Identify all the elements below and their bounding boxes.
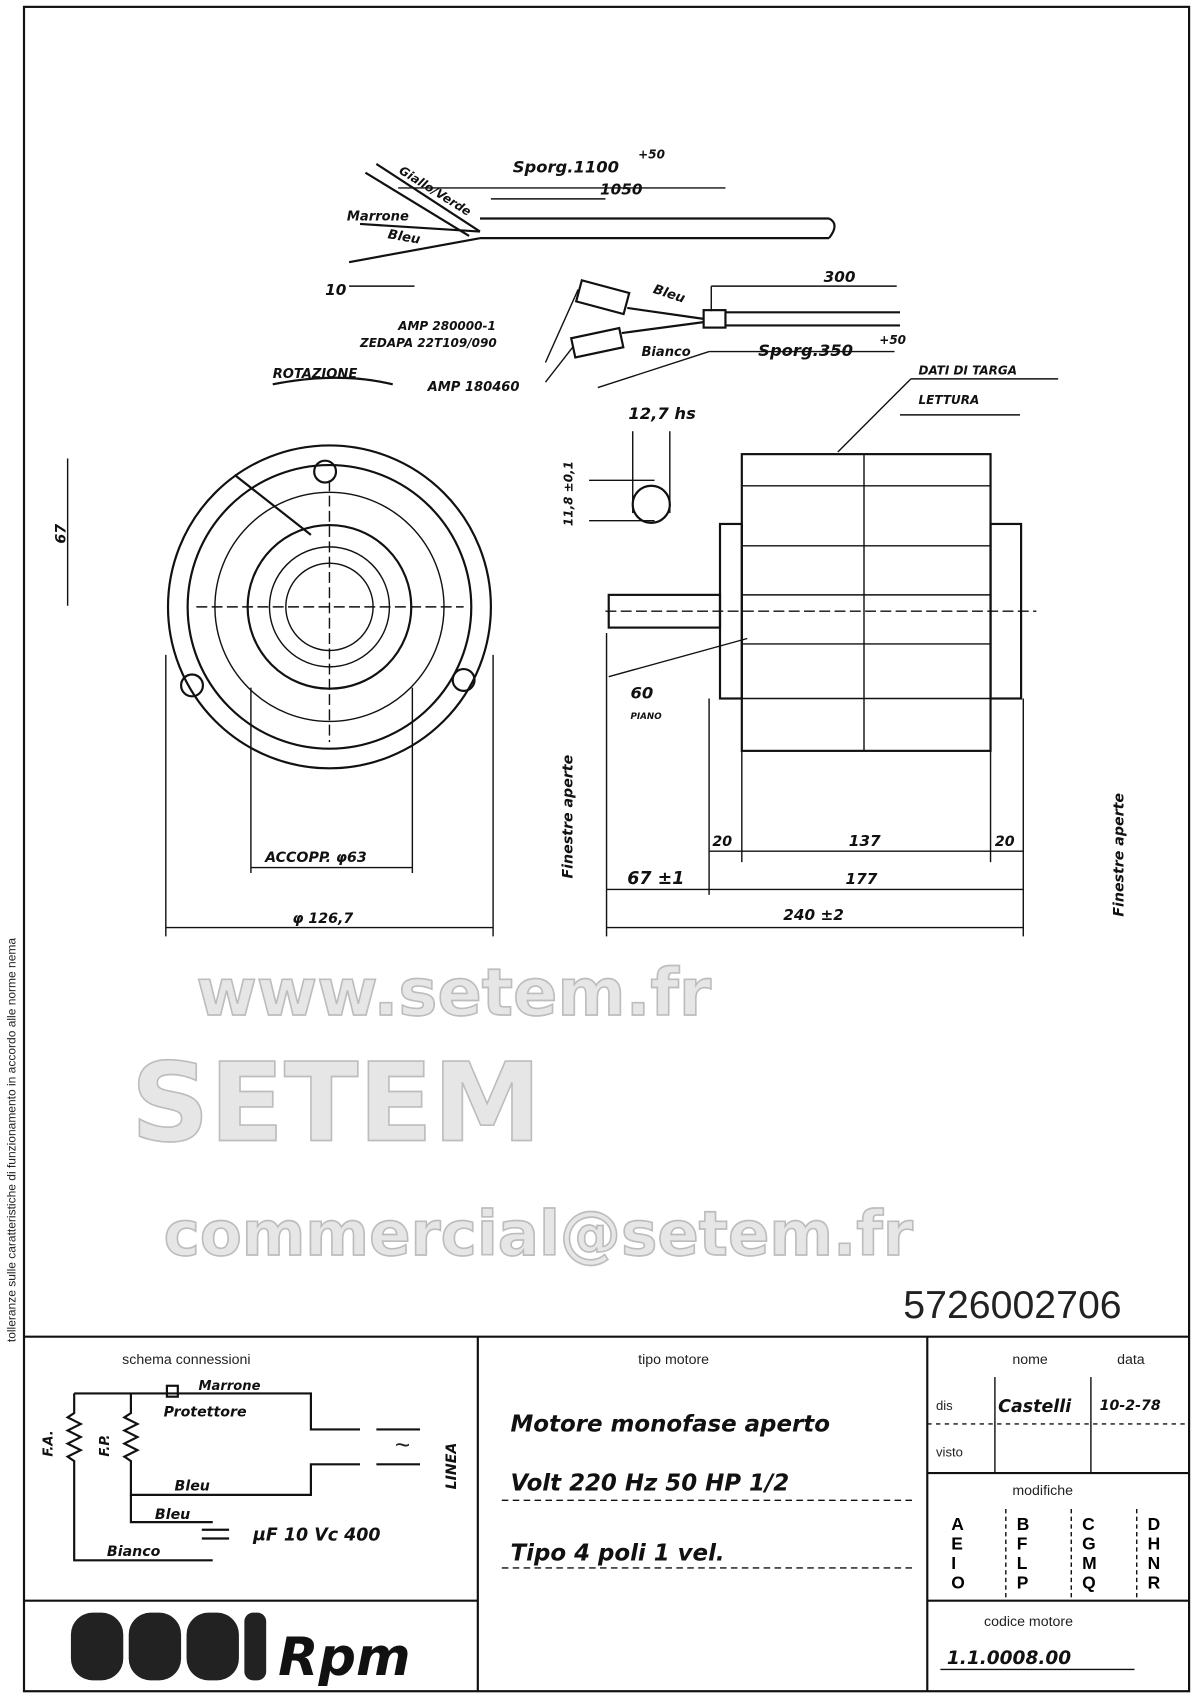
modifiche-letter: R xyxy=(1148,1573,1161,1593)
cable-assembly-connectors: 300 Bleu Bianco AMP 280000-1 ZEDAPA 22T1… xyxy=(272,268,1059,453)
amp-180460-label: AMP 180460 xyxy=(427,380,520,395)
modifiche-letter: A xyxy=(951,1514,964,1534)
capacitor-label: μF 10 Vc 400 xyxy=(252,1526,380,1546)
amp-280000-label: AMP 280000-1 xyxy=(397,319,496,333)
modifiche-letter: E xyxy=(951,1533,963,1553)
finestre-front-label: Finestre aperte xyxy=(561,754,577,878)
dim-300-label: 300 xyxy=(824,268,856,286)
fp-label: F.P. xyxy=(98,1434,113,1456)
watermark-email: commercial@setem.fr xyxy=(164,1199,913,1270)
tipo-line-2: Volt 220 Hz 50 HP 1/2 xyxy=(511,1471,790,1497)
tipo-line-1: Motore monofase aperto xyxy=(511,1412,830,1438)
finestre-side-label: Finestre aperte xyxy=(1112,793,1128,917)
bleu-schema-label-2: Bleu xyxy=(155,1507,190,1523)
modifiche-letter: P xyxy=(1017,1573,1029,1593)
linea-label: LINEA xyxy=(444,1443,460,1490)
tolerance-2-label: +50 xyxy=(879,333,906,347)
rpm-logo: Rpm xyxy=(70,1612,411,1688)
bianco-connector-label: Bianco xyxy=(641,345,690,360)
dim-1050-label: 1050 xyxy=(600,181,643,199)
tipo-header: tipo motore xyxy=(638,1352,709,1368)
modifiche-header: modifiche xyxy=(1012,1483,1073,1499)
bleu-connector-label: Bleu xyxy=(651,282,687,306)
lettura-label: LETTURA xyxy=(919,393,980,407)
cable-assembly-main: Sporg.1100 +50 1050 Giallo/Verde Marrone… xyxy=(325,148,836,299)
rotation-arrow xyxy=(272,376,393,386)
accopp-label: ACCOPP. φ63 xyxy=(264,850,367,866)
dim-20b-label: 20 xyxy=(995,834,1015,850)
modifiche-letter: Q xyxy=(1082,1573,1096,1593)
sporg-1100-label: Sporg.1100 xyxy=(513,158,619,177)
watermark: www.setem.fr SETEM commercial@setem.fr xyxy=(130,954,914,1271)
dim-137-label: 137 xyxy=(849,832,881,850)
modifiche-letter: C xyxy=(1082,1514,1095,1534)
tipo-line-3: Tipo 4 poli 1 vel. xyxy=(511,1540,725,1566)
modifiche-letter: L xyxy=(1017,1553,1028,1573)
tolerance-1-label: +50 xyxy=(638,148,665,162)
title-block: schema connessioni F.A. F.P. Marrone Pro… xyxy=(24,1335,1190,1692)
modifiche-letter: D xyxy=(1148,1514,1161,1534)
nome-header: nome xyxy=(1012,1352,1048,1368)
modifiche-letter: I xyxy=(951,1553,956,1573)
part-number: 5726002706 xyxy=(903,1283,1121,1327)
dim-60-label: 60 xyxy=(631,684,654,703)
protettore-label: Protettore xyxy=(164,1404,247,1420)
dim-20a-label: 20 xyxy=(712,834,732,850)
watermark-url: www.setem.fr xyxy=(196,955,712,1031)
modifiche-letter: F xyxy=(1017,1533,1028,1553)
bleu-schema-label-1: Bleu xyxy=(175,1479,210,1495)
modifiche-letter: H xyxy=(1148,1533,1161,1553)
marrone-schema-label: Marrone xyxy=(199,1379,261,1394)
modifiche-letter: O xyxy=(951,1573,965,1593)
motor-side-view: 12,7 hs 11,8 ±0,1 60 PIANO 20 137 20 67 … xyxy=(562,404,1128,937)
codice-header: codice motore xyxy=(984,1614,1073,1630)
wiring-schematic: F.A. F.P. Marrone Protettore Bleu Bleu B… xyxy=(41,1379,460,1562)
side-note: tolleranze sulle caratteristiche di funz… xyxy=(4,938,18,1343)
sporg-350-label: Sporg.350 xyxy=(758,341,853,360)
modifiche-letter: M xyxy=(1082,1553,1097,1573)
fa-label: F.A. xyxy=(41,1430,56,1456)
motor-front-view: 67 ACCOPP. φ63 φ 126,7 Finestre aperte xyxy=(53,444,577,937)
schema-header: schema connessioni xyxy=(122,1352,250,1368)
data-header: data xyxy=(1117,1352,1145,1368)
modifiche-letter: G xyxy=(1082,1533,1096,1553)
codice-value: 1.1.0008.00 xyxy=(947,1648,1071,1669)
visto-label: visto xyxy=(936,1445,963,1460)
bleu-label: Bleu xyxy=(387,227,422,247)
dis-label: dis xyxy=(936,1398,953,1413)
diameter-label: φ 126,7 xyxy=(292,911,353,927)
shaft-diameter-label: 12,7 hs xyxy=(628,404,696,423)
dim-240-label: 240 ±2 xyxy=(783,906,844,924)
dim-177-label: 177 xyxy=(845,870,877,888)
modifiche-letter: B xyxy=(1017,1514,1030,1534)
shaft-flat-label: 11,8 ±0,1 xyxy=(562,461,576,526)
logo-text: Rpm xyxy=(278,1627,410,1688)
zedapa-label: ZEDAPA 22T109/090 xyxy=(359,336,497,350)
dis-date: 10-2-78 xyxy=(1100,1398,1161,1414)
watermark-brand: SETEM xyxy=(131,1039,542,1166)
dim-10-label: 10 xyxy=(325,281,347,299)
piano-label: PIANO xyxy=(631,712,663,722)
dis-name: Castelli xyxy=(998,1397,1072,1417)
dim-67-side-label: 67 ±1 xyxy=(627,869,684,889)
dati-targa-label: DATI DI TARGA xyxy=(919,364,1017,378)
tilde-label: ~ xyxy=(395,1429,410,1459)
bianco-schema-label: Bianco xyxy=(107,1544,161,1560)
marrone-label: Marrone xyxy=(347,210,409,225)
dim-67-front-label: 67 xyxy=(53,524,69,544)
modifiche-letter: N xyxy=(1148,1553,1161,1573)
